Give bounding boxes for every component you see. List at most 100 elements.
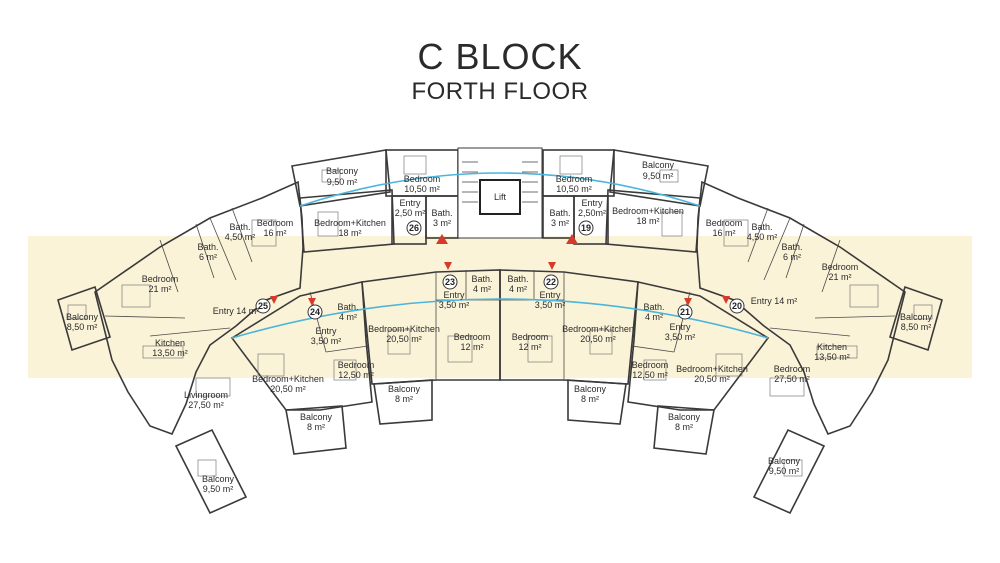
room-label: Bath. — [337, 302, 358, 312]
apt19-balcony — [609, 149, 709, 207]
room-area: 2,50m² — [578, 208, 606, 218]
room-area: 13,50 m² — [152, 348, 188, 358]
room-label: Balcony — [668, 412, 701, 422]
room-area: 3,50 m² — [311, 336, 342, 346]
room-area: 8 m² — [581, 394, 599, 404]
room-area: 3 m² — [433, 218, 451, 228]
apt25-body — [94, 180, 304, 436]
room-label: Entry — [669, 322, 691, 332]
room-area: 21 m² — [148, 284, 171, 294]
room-area: 3,50 m² — [439, 300, 470, 310]
room-label: Balcony — [900, 312, 933, 322]
unit-number-19: 19 — [581, 223, 591, 233]
unit-number-20: 20 — [732, 301, 742, 311]
room-label: Bath. — [229, 222, 250, 232]
room-label: Bedroom+Kitchen — [368, 324, 440, 334]
room-label: Livingroom — [184, 390, 228, 400]
room-label: Balcony — [66, 312, 99, 322]
room-area: 4 m² — [645, 312, 663, 322]
room-label: Bedroom — [142, 274, 179, 284]
room-area: 12,50 m² — [632, 370, 668, 380]
apt20-balcony-right — [889, 285, 943, 352]
apartment-25 — [57, 180, 304, 515]
room-label: Bath. — [471, 274, 492, 284]
unit-badges: 26 19 25 20 24 23 22 21 — [255, 220, 745, 320]
room-area: 8 m² — [395, 394, 413, 404]
unit-number-26: 26 — [409, 223, 419, 233]
door-marker-24 — [308, 298, 316, 306]
apt20-body — [696, 180, 906, 436]
room-label: Kitchen — [155, 338, 185, 348]
door-marker-26 — [436, 234, 448, 244]
room-area: 4 m² — [509, 284, 527, 294]
room-area: 8 m² — [307, 422, 325, 432]
room-label: Bedroom — [822, 262, 859, 272]
lift-label: Lift — [494, 192, 507, 202]
unit-number-25: 25 — [258, 301, 268, 311]
room-label: Bedroom — [774, 364, 811, 374]
room-area: 9,50 m² — [203, 484, 234, 494]
room-label: Entry 14 m² — [751, 296, 798, 306]
room-label: Bedroom — [556, 174, 593, 184]
room-label: Entry — [315, 326, 337, 336]
apt22-balcony — [567, 379, 627, 425]
room-area: 16 m² — [263, 228, 286, 238]
room-area: 6 m² — [199, 252, 217, 262]
room-label: Entry — [539, 290, 561, 300]
room-label: Entry — [443, 290, 465, 300]
room-label: Bedroom+Kitchen — [612, 206, 684, 216]
room-area: 4 m² — [339, 312, 357, 322]
room-area: 3 m² — [551, 218, 569, 228]
apt19-bath — [542, 195, 575, 239]
apt24-body — [230, 281, 373, 411]
room-area: 4,50 m² — [225, 232, 256, 242]
apt23-balcony — [373, 379, 433, 425]
apt21-balcony — [653, 405, 715, 455]
door-marker-22 — [548, 262, 556, 270]
room-area: 8,50 m² — [67, 322, 98, 332]
room-label: Bedroom — [706, 218, 743, 228]
apartment-20 — [696, 180, 943, 515]
room-label: Bath. — [431, 208, 452, 218]
room-area: 20,50 m² — [694, 374, 730, 384]
room-label: Bath. — [643, 302, 664, 312]
apartment-19 — [542, 149, 709, 253]
room-label: Bedroom — [454, 332, 491, 342]
door-marker-25 — [270, 296, 278, 304]
room-label: Bedroom+Kitchen — [676, 364, 748, 374]
lift-shaft — [479, 179, 521, 215]
room-area: 10,50 m² — [556, 184, 592, 194]
apt25-balcony-bottom — [174, 428, 248, 515]
room-area: 12 m² — [460, 342, 483, 352]
room-area: 18 m² — [338, 228, 361, 238]
room-label: Bedroom — [338, 360, 375, 370]
page-title: C BLOCK — [417, 36, 583, 77]
room-label: Bath. — [507, 274, 528, 284]
room-area: 3,50 m² — [535, 300, 566, 310]
room-label: Bath. — [549, 208, 570, 218]
room-label: Entry — [581, 198, 603, 208]
room-label: Entry 14 m² — [213, 306, 260, 316]
unit-number-21: 21 — [680, 307, 690, 317]
room-area: 18 m² — [636, 216, 659, 226]
room-area: 20,50 m² — [386, 334, 422, 344]
page-subtitle: FORTH FLOOR — [411, 78, 589, 105]
room-area: 9,50 m² — [327, 177, 358, 187]
room-label: Balcony — [642, 160, 675, 170]
door-marker-19 — [566, 234, 578, 244]
apartment-21 — [627, 281, 770, 455]
apt26-balcony — [291, 149, 391, 207]
room-label: Balcony — [326, 166, 359, 176]
room-label: Bedroom+Kitchen — [314, 218, 386, 228]
door-marker-23 — [444, 262, 452, 270]
unit-number-23: 23 — [445, 277, 455, 287]
unit-number-22: 22 — [546, 277, 556, 287]
core: Lift — [457, 147, 543, 239]
room-area: 8,50 m² — [901, 322, 932, 332]
room-label: Balcony — [202, 474, 235, 484]
room-label: Bath. — [751, 222, 772, 232]
unit-number-24: 24 — [310, 307, 320, 317]
room-area: 16 m² — [712, 228, 735, 238]
door-markers — [270, 234, 730, 306]
